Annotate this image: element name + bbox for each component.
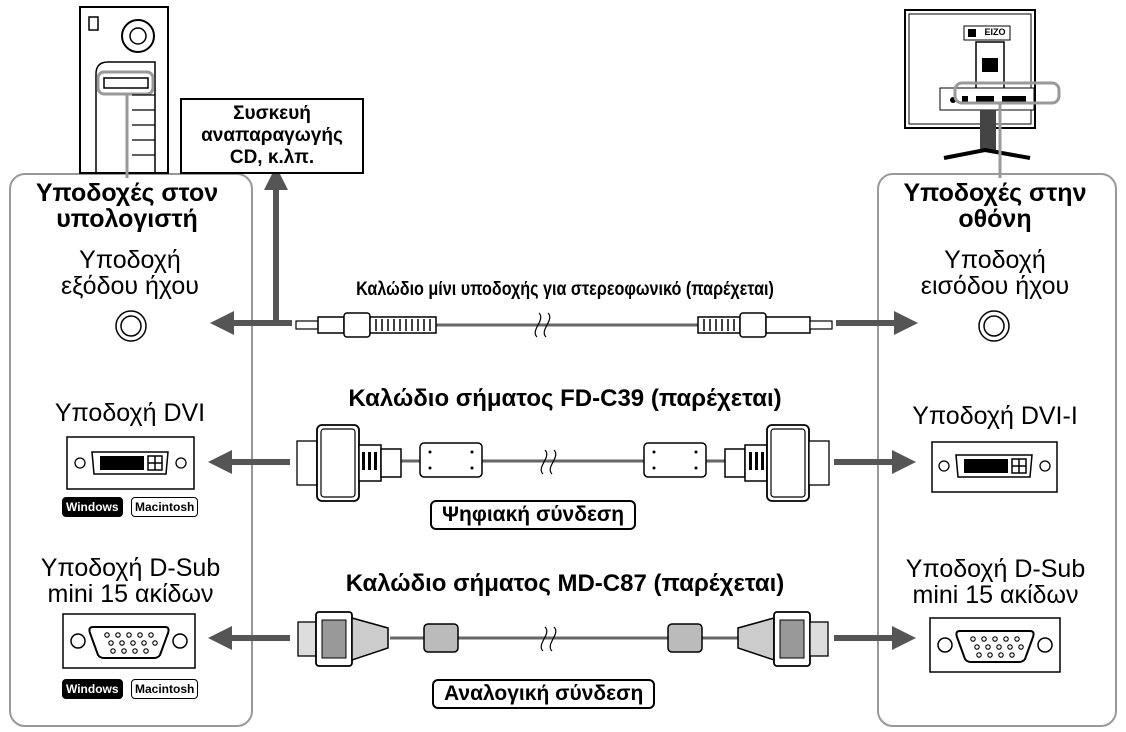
monitor-panel-title: Υποδοχές στην οθόνη <box>903 179 1087 234</box>
pc-dvi-label: Υποδοχή DVI <box>54 399 206 427</box>
cd-player-line2: CD, κ.λπ. <box>229 146 315 168</box>
monitor-audio-label: Υποδοχή εισόδου ήχου <box>920 246 1070 301</box>
cd-player-box: Συσκευή αναπαραγωγής CD, κ.λπ. <box>180 98 364 174</box>
vga-cable-illustration <box>297 611 829 667</box>
pc-dsub-port-icon <box>62 613 196 669</box>
vga-cable-caption: Καλώδιο σήματος MD-C87 (παρέχεται) <box>345 570 785 597</box>
analog-connection-label: Αναλογική σύνδεση <box>432 679 656 709</box>
pc-dsub-windows-badge: Windows <box>62 679 123 699</box>
monitor-audio-jack-icon <box>978 310 1010 342</box>
dvi-cable-illustration <box>296 424 830 502</box>
monitor-dsub-label: Υποδοχή D-Sub mini 15 ακίδων <box>905 555 1086 610</box>
dvi-cable-caption: Καλώδιο σήματος FD-C39 (παρέχεται) <box>348 385 782 412</box>
audio-cable-caption: Καλώδιο μίνι υποδοχής για στερεοφωνικό (… <box>356 279 774 300</box>
monitor-dvi-label: Υποδοχή DVI-I <box>912 402 1078 430</box>
audio-cable-illustration <box>295 312 833 338</box>
pc-dvi-mac-badge: Macintosh <box>131 497 199 517</box>
pc-dvi-windows-badge: Windows <box>62 497 123 517</box>
computer-panel-title: Υποδοχές στον υπολογιστή <box>35 179 219 234</box>
monitor-rear-illustration <box>904 9 1061 178</box>
pc-dvi-port-icon <box>66 436 195 490</box>
pc-tower-illustration <box>79 6 169 178</box>
pc-dsub-label: Υποδοχή D-Sub mini 15 ακίδων <box>40 554 221 609</box>
cd-player-line1: Συσκευή αναπαραγωγής <box>201 103 343 146</box>
monitor-dsub-port-icon <box>929 617 1061 673</box>
pc-dsub-mac-badge: Macintosh <box>131 679 199 699</box>
pc-audio-label: Υποδοχή εξόδου ήχου <box>61 246 199 301</box>
monitor-dvi-port-icon <box>931 441 1058 493</box>
pc-audio-jack-icon <box>115 310 147 342</box>
monitor-brand-logo: EIZO <box>984 27 1006 37</box>
digital-connection-label: Ψηφιακή σύνδεση <box>430 500 637 530</box>
